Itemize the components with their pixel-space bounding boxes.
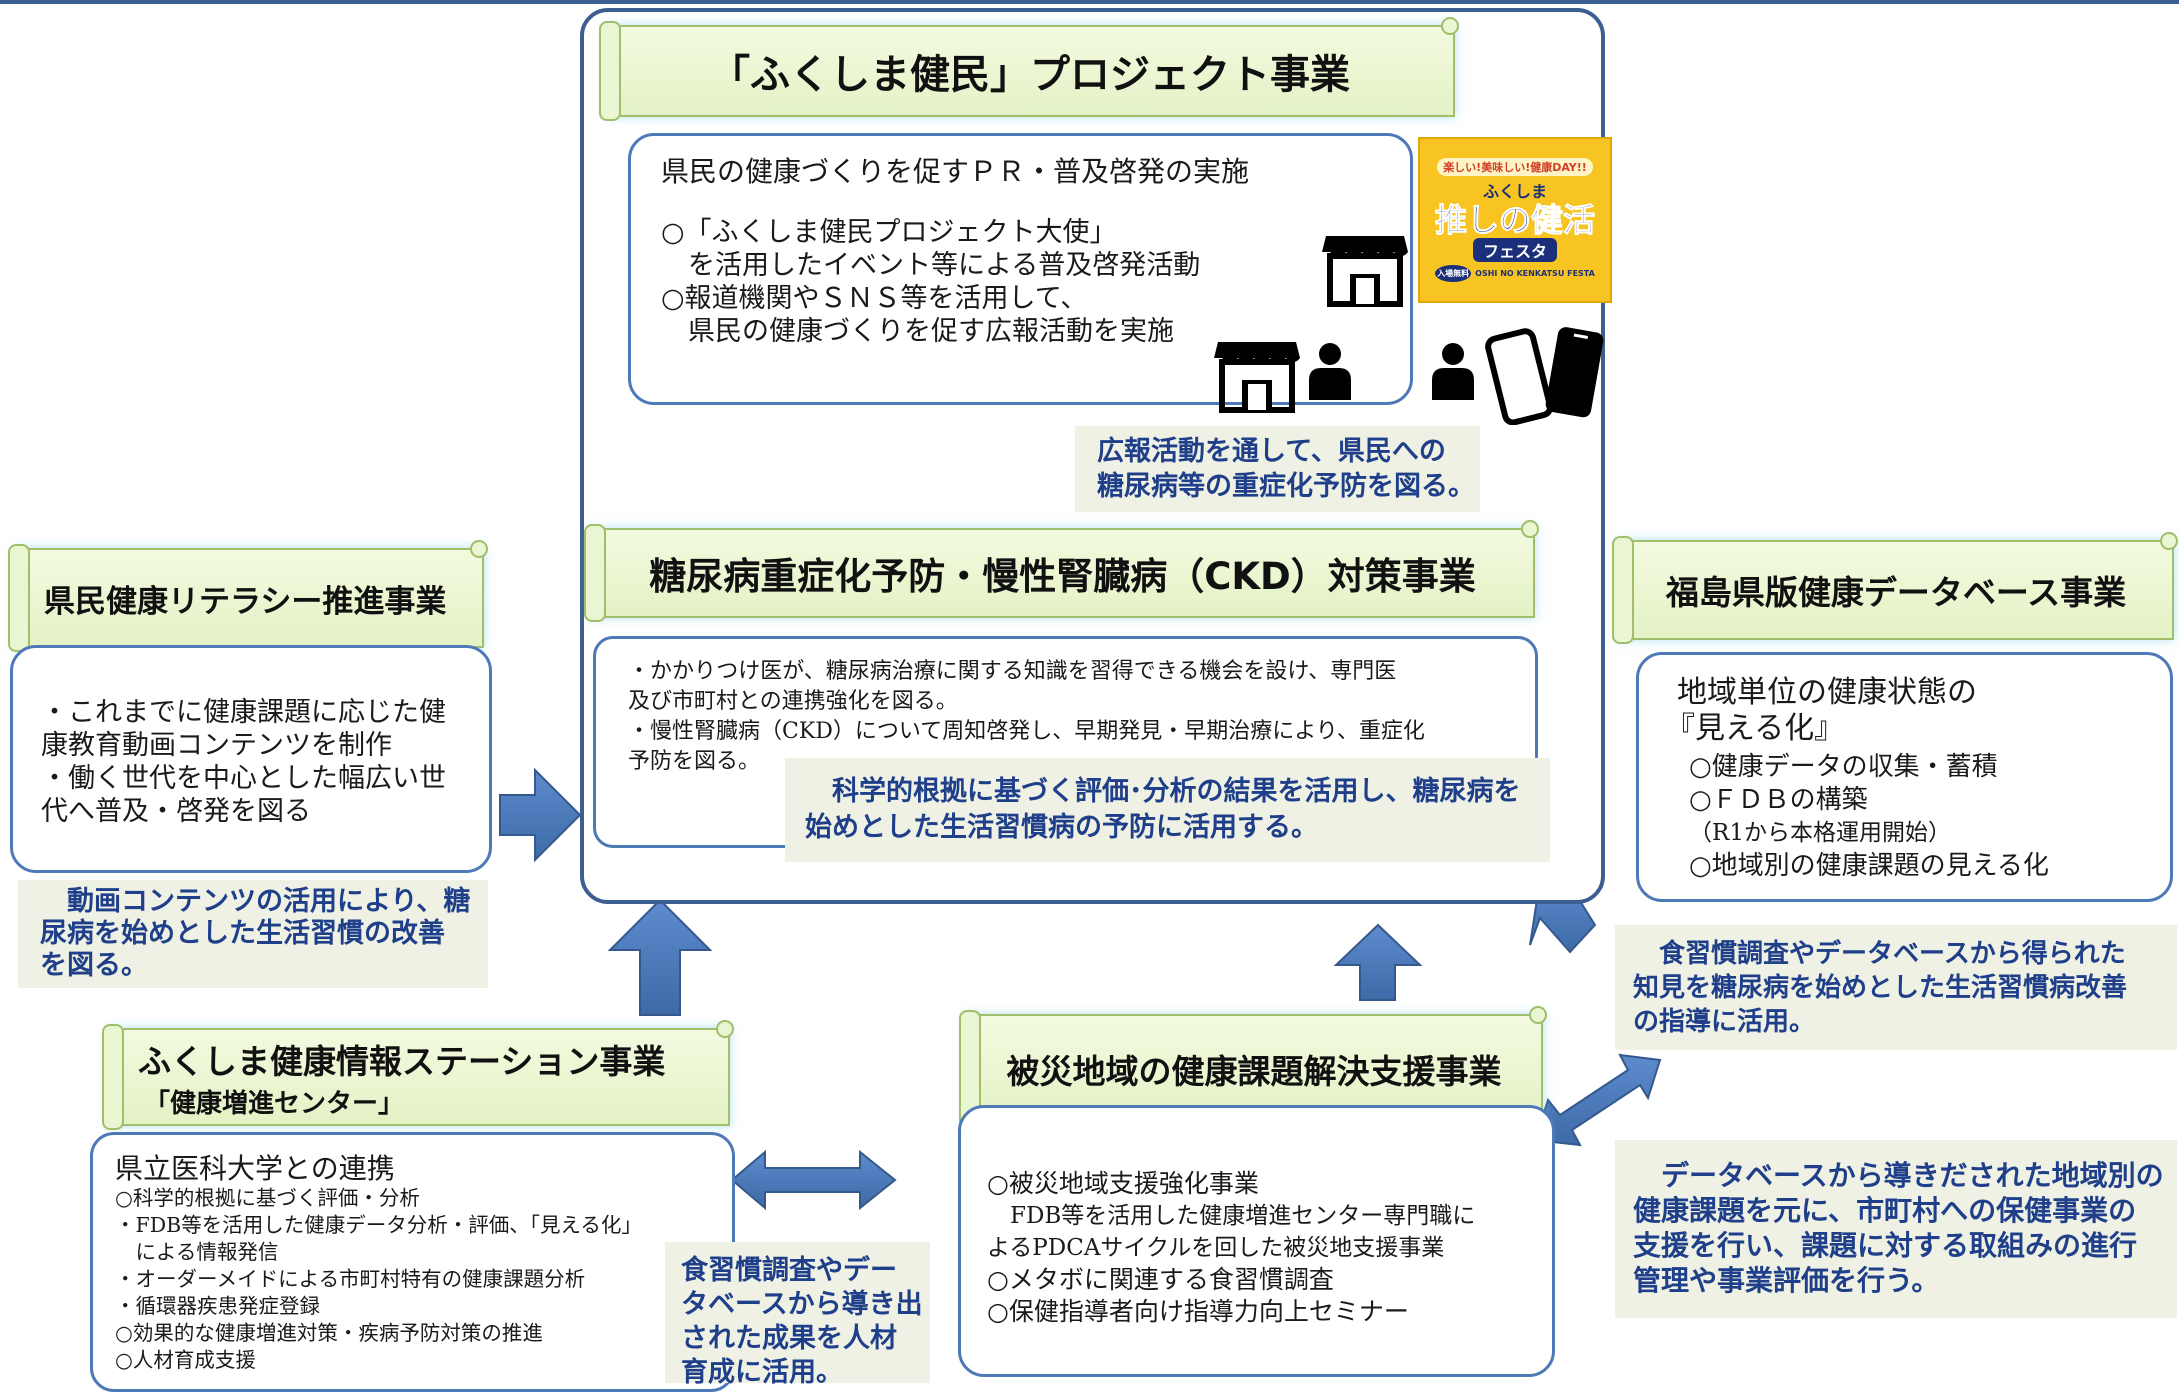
station-line: による情報発信	[115, 1240, 279, 1264]
top-border	[0, 0, 2179, 4]
database-line: ○ＦＤＢの構築	[1689, 785, 1868, 815]
database-line: ○健康データの収集・蓄積	[1689, 752, 1998, 782]
pr-lines: ○「ふくしま健民プロジェクト大使」 を活用したイベント等による普及啓発活動 ○報…	[661, 216, 1200, 348]
ckd-line: ・かかりつけ医が、糖尿病治療に関する知識を習得できる機会を設け、専門医	[628, 659, 1397, 684]
ckd-title: 糖尿病重症化予防・慢性腎臓病（CKD）対策事業	[649, 555, 1476, 598]
literacy-note-line: を図る。	[40, 950, 148, 981]
database-note2-line: 支援を行い、課題に対する取組みの進行	[1633, 1229, 2138, 1262]
pr-note-line: 糖尿病等の重症化予防を図る。	[1097, 471, 1475, 502]
database-line: （R1から本格運用開始）	[1689, 820, 1951, 846]
ckd-line: 予防を図る。	[628, 749, 761, 774]
poster-line2: 推しの健活	[1434, 201, 1595, 239]
literacy-box: ・これまでに健康課題に応じた健 康教育動画コンテンツを制作 ・働く世代を中心とし…	[10, 645, 492, 873]
arrow-right-literacy	[499, 767, 582, 863]
disaster-lines: ○被災地域支援強化事業 FDB等を活用した健康増進センター専門職に よるPDCA…	[987, 1168, 1475, 1328]
literacy-line: 康教育動画コンテンツを制作	[41, 730, 392, 761]
station-line: ○科学的根拠に基づく評価・分析	[115, 1186, 420, 1210]
database-note-2: データベースから導きだされた地域別の 健康課題を元に、市町村への保健事業の 支援…	[1615, 1140, 2177, 1318]
arrow-up-disaster	[1333, 923, 1423, 1001]
arrow-up-station	[607, 898, 713, 1016]
shop-icon	[1322, 236, 1408, 307]
literacy-note-line: 尿病を始めとした生活習慣の改善	[40, 918, 445, 949]
station-heading: 県立医科大学との連携	[115, 1152, 395, 1185]
smartphone-icon	[1485, 327, 1604, 425]
literacy-line: ・これまでに健康課題に応じた健	[41, 697, 446, 728]
database-lines: ○健康データの収集・蓄積 ○ＦＤＢの構築 （R1から本格運用開始） ○地域別の健…	[1689, 751, 2049, 883]
literacy-lines: ・これまでに健康課題に応じた健 康教育動画コンテンツを制作 ・働く世代を中心とし…	[41, 696, 446, 828]
poster-romaji: OSHI NO KENKATSU FESTA	[1475, 269, 1595, 278]
database-line: ○地域別の健康課題の見える化	[1689, 851, 2049, 881]
ckd-lines: ・かかりつけ医が、糖尿病治療に関する知識を習得できる機会を設け、専門医 及び市町…	[628, 657, 1425, 777]
pr-note-line: 広報活動を通して、県民への	[1097, 436, 1446, 467]
pr-heading: 県民の健康づくりを促すＰＲ・普及啓発の実施	[661, 155, 1250, 188]
pr-line: 県民の健康づくりを促す広報活動を実施	[661, 316, 1174, 347]
database-note2-line: 健康課題を元に、市町村への保健事業の	[1633, 1194, 2137, 1227]
database-note2-line: 管理や事業評価を行う。	[1633, 1264, 1940, 1297]
pr-line: を活用したイベント等による普及啓発活動	[661, 250, 1201, 281]
pr-line: ○報道機関やＳＮＳ等を活用して、	[661, 283, 1088, 314]
literacy-title-banner: 県民健康リテラシー推進事業	[8, 540, 488, 652]
database-note-line: 知見を糖尿病を始めとした生活習慣病改善	[1633, 973, 2128, 1003]
literacy-line: 代へ普及・啓発を図る	[41, 796, 311, 827]
disaster-line: よるPDCAサイクルを回した被災地支援事業	[987, 1235, 1445, 1261]
project-title: 「ふくしま健民」プロジェクト事業	[710, 52, 1350, 98]
station-subtitle: 「健康増進センター」	[144, 1088, 405, 1119]
arrow-double-disaster-database	[1533, 1053, 1662, 1147]
disaster-box: ○被災地域支援強化事業 FDB等を活用した健康増進センター専門職に よるPDCA…	[958, 1105, 1555, 1377]
person-icon	[1309, 343, 1351, 400]
database-heading: 地域単位の健康状態の 『見える化』	[1665, 675, 1977, 747]
station-line: ・FDB等を活用した健康データ分析・評価、「見える化」	[115, 1213, 642, 1237]
station-lines: ○科学的根拠に基づく評価・分析 ・FDB等を活用した健康データ分析・評価、「見え…	[115, 1185, 642, 1374]
database-note-line: 食習慣調査やデータベースから得られた	[1633, 939, 2126, 969]
ckd-line: ・慢性腎臓病（CKD）について周知啓発し、早期発見・早期治療により、重症化	[628, 719, 1425, 744]
database-title: 福島県版健康データベース事業	[1665, 573, 2127, 612]
project-title-banner: 「ふくしま健民」プロジェクト事業	[599, 17, 1459, 121]
literacy-note-line: 動画コンテンツの活用により、糖	[40, 886, 471, 917]
disaster-title: 被災地域の健康課題解決支援事業	[1006, 1052, 1502, 1091]
station-line: ○効果的な健康増進対策・疾病予防対策の推進	[115, 1321, 543, 1345]
pr-note: 広報活動を通して、県民への 糖尿病等の重症化予防を図る。	[1075, 426, 1480, 512]
poster-top-text: 楽しい!美味しい!健康DAY!!	[1437, 158, 1593, 176]
arrow-double-station-disaster	[730, 1149, 897, 1211]
station-box: 県立医科大学との連携 ○科学的根拠に基づく評価・分析 ・FDB等を活用した健康デ…	[90, 1132, 735, 1392]
shop-icon-2	[1214, 342, 1300, 413]
database-note-line: の指導に活用。	[1633, 1007, 1816, 1037]
database-heading-line: 地域単位の健康状態の	[1677, 675, 1977, 710]
station-note-line: された成果を人材	[681, 1323, 897, 1354]
station-title-banner: ふくしま健康情報ステーション事業 「健康増進センター」	[102, 1020, 734, 1130]
station-note-line: 育成に活用。	[681, 1357, 843, 1388]
person-icon-2	[1432, 343, 1474, 400]
ckd-note-line: 始めとした生活習慣病の予防に活用する。	[805, 812, 1318, 843]
station-line: ・循環器疾患発症登録	[115, 1294, 320, 1318]
disaster-line: ○メタボに関連する食習慣調査	[987, 1265, 1334, 1294]
literacy-title: 県民健康リテラシー推進事業	[44, 583, 447, 620]
disaster-line: FDB等を活用した健康増進センター専門職に	[987, 1203, 1476, 1229]
poster-badge: 入場無料	[1435, 265, 1472, 282]
station-note: 食習慣調査やデー タベースから導き出 された成果を人材 育成に活用。	[665, 1242, 930, 1388]
pr-line: ○「ふくしま健民プロジェクト大使」	[661, 217, 1117, 248]
literacy-line: ・働く世代を中心とした幅広い世	[41, 763, 446, 794]
database-note: 食習慣調査やデータベースから得られた 知見を糖尿病を始めとした生活習慣病改善 の…	[1615, 925, 2177, 1050]
station-title: ふくしま健康情報ステーション事業	[138, 1041, 666, 1081]
database-heading-line: 『見える化』	[1665, 711, 1845, 746]
database-note2-line: データベースから導きだされた地域別の	[1633, 1159, 2164, 1192]
ckd-note-line: 科学的根拠に基づく評価･分析の結果を活用し、糖尿病を	[805, 776, 1521, 807]
poster-line1: ふくしま	[1482, 182, 1547, 201]
literacy-note: 動画コンテンツの活用により、糖 尿病を始めとした生活習慣の改善 を図る。	[18, 880, 488, 988]
disaster-line: ○被災地域支援強化事業	[987, 1169, 1259, 1198]
ckd-note: 科学的根拠に基づく評価･分析の結果を活用し、糖尿病を 始めとした生活習慣病の予防…	[785, 758, 1550, 862]
poster-line3: フェスタ	[1472, 238, 1557, 262]
station-note-line: 食習慣調査やデー	[681, 1255, 897, 1286]
disaster-line: ○保健指導者向け指導力向上セミナー	[987, 1297, 1409, 1326]
ckd-title-banner: 糖尿病重症化予防・慢性腎臓病（CKD）対策事業	[584, 520, 1539, 622]
festa-poster: 楽しい!美味しい!健康DAY!! ふくしま 推しの健活 フェスタ 入場無料 OS…	[1418, 137, 1612, 303]
station-line: ○人材育成支援	[115, 1348, 256, 1372]
station-line: ・オーダーメイドによる市町村特有の健康課題分析	[115, 1267, 586, 1291]
database-box: 地域単位の健康状態の 『見える化』 ○健康データの収集・蓄積 ○ＦＤＢの構築 （…	[1636, 652, 2173, 902]
database-title-banner: 福島県版健康データベース事業	[1612, 532, 2178, 644]
station-note-line: タベースから導き出	[681, 1289, 923, 1320]
ckd-line: 及び市町村との連携強化を図る。	[628, 689, 958, 714]
